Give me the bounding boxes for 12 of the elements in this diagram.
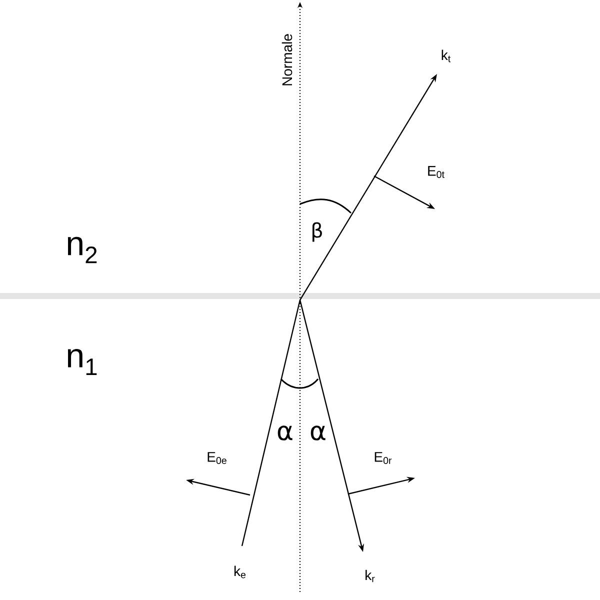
label: k$_{t}$	[442, 50, 451, 62]
label: α	[278, 426, 292, 440]
label: n$_{1}$	[68, 348, 97, 376]
label: k$_{r}$	[366, 570, 375, 582]
label: n$_{2}$	[68, 236, 97, 264]
label: k$_{e}$	[234, 566, 246, 578]
label: Normale	[282, 34, 292, 86]
label: α	[310, 426, 326, 440]
label: E$_{0e}$	[208, 452, 226, 464]
label: E$_{0t}$	[428, 166, 444, 178]
label: β	[312, 222, 322, 242]
label: E$_{0r}$	[374, 452, 392, 464]
